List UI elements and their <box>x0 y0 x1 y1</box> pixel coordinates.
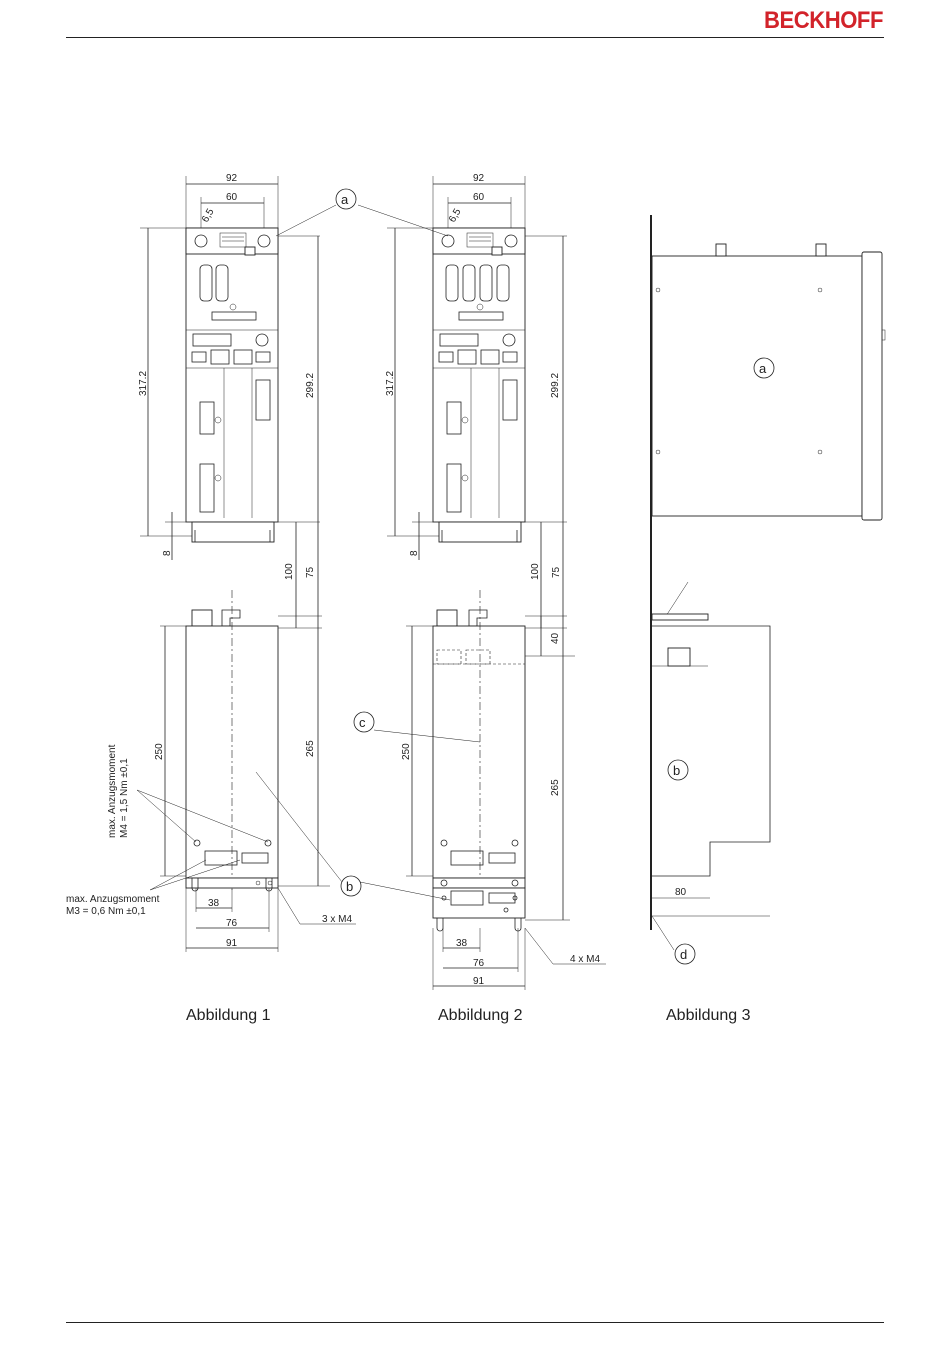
label-d-fig3: d <box>675 944 695 964</box>
caption-figure-1: Abbildung 1 <box>186 1007 271 1024</box>
dim2-60: 60 <box>473 192 485 203</box>
label-a-fig1: a <box>336 189 356 209</box>
dim-91: 91 <box>226 938 238 949</box>
figure-1-bottom-view: 250 265 38 76 91 max. Anzugsmoment M4 = … <box>66 590 356 952</box>
figure-3-side-view: 80 <box>651 215 885 950</box>
dim2-265: 265 <box>550 779 561 796</box>
dim-38: 38 <box>208 898 220 909</box>
label-c-fig2: c <box>354 712 374 732</box>
dim2-317-2: 317.2 <box>385 371 396 396</box>
dim-250: 250 <box>154 743 165 760</box>
svg-text:c: c <box>359 715 366 730</box>
dim-60: 60 <box>226 192 238 203</box>
dim-317-2: 317.2 <box>138 371 149 396</box>
svg-text:a: a <box>341 192 349 207</box>
caption-figure-2: Abbildung 2 <box>438 1007 523 1024</box>
svg-text:b: b <box>673 763 680 778</box>
dim-265: 265 <box>305 740 316 757</box>
dim2-38: 38 <box>456 938 468 949</box>
screws-4xM4: 4 x M4 <box>570 954 600 965</box>
torque-m4-value: M4 = 1,5 Nm ±0,1 <box>119 758 130 838</box>
dim2-250: 250 <box>401 743 412 760</box>
dim-299-2: 299.2 <box>305 373 316 398</box>
dim2-92: 92 <box>473 173 485 184</box>
svg-text:d: d <box>680 947 687 962</box>
dim2-75: 75 <box>551 566 562 578</box>
dim2-6-5: 6,5 <box>447 207 464 225</box>
label-b-center: b <box>341 876 361 896</box>
svg-text:b: b <box>346 879 353 894</box>
dim2-100: 100 <box>530 563 541 580</box>
label-b-fig3: b <box>668 760 688 780</box>
dim-92: 92 <box>226 173 238 184</box>
dim2-76: 76 <box>473 958 485 969</box>
dim-75: 75 <box>305 566 316 578</box>
screws-3xM4: 3 x M4 <box>322 914 352 925</box>
torque-m3-title: max. Anzugsmoment <box>66 894 160 905</box>
svg-text:a: a <box>759 361 767 376</box>
dim-76: 76 <box>226 918 238 929</box>
dim2-299-2: 299.2 <box>550 373 561 398</box>
figure-2-bottom-view: 250 40 265 38 76 91 4 x M4 <box>360 590 606 990</box>
caption-figure-3: Abbildung 3 <box>666 1007 751 1024</box>
dim-6-5: 6,5 <box>200 207 217 225</box>
torque-m3-value: M3 = 0,6 Nm ±0,1 <box>66 906 146 917</box>
dim2-40: 40 <box>550 632 561 644</box>
dim-100: 100 <box>284 563 295 580</box>
torque-m4-title: max. Anzugsmoment <box>107 744 118 838</box>
dim3-80: 80 <box>675 887 687 898</box>
dim2-8: 8 <box>409 550 420 556</box>
dim2-91: 91 <box>473 976 485 987</box>
dim-8: 8 <box>162 550 173 556</box>
